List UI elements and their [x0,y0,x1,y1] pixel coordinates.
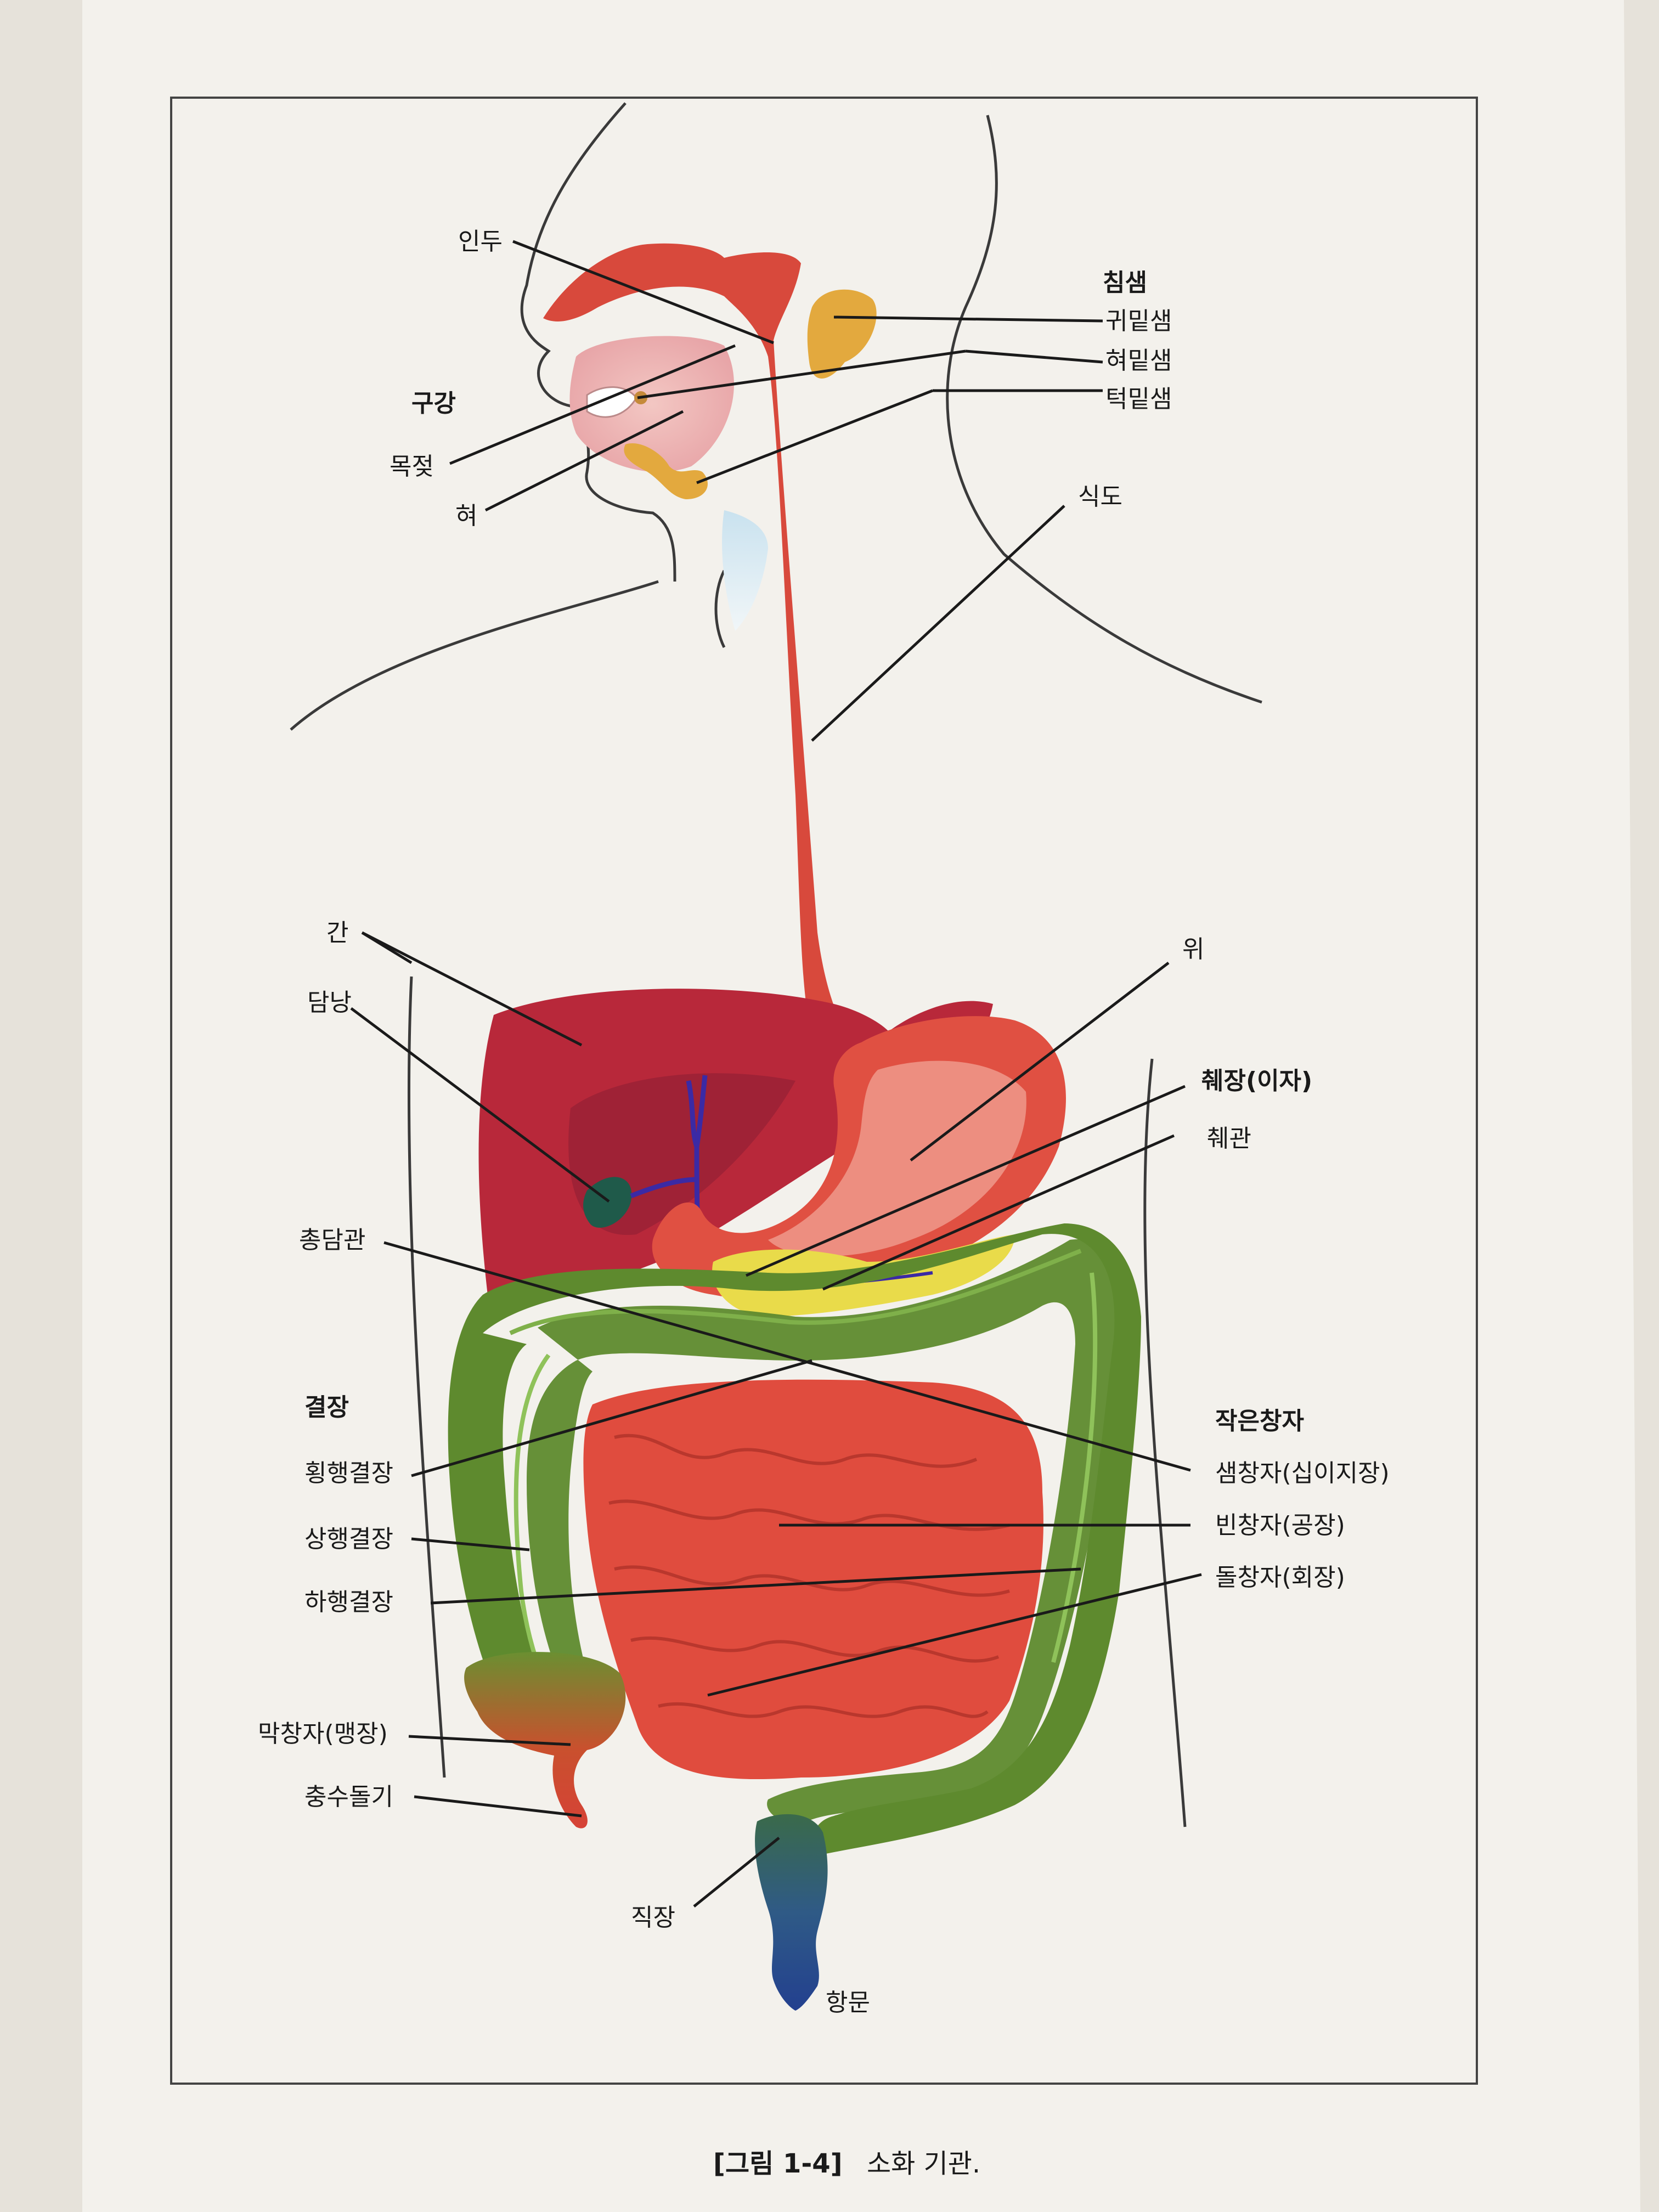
label-colon: 결장 [304,1393,349,1421]
intestine-folds [608,1434,1010,1718]
leader-ascending-colon [411,1537,530,1551]
leader-stomach [910,962,1170,1161]
leader-uvula [449,344,736,465]
label-gallbladder: 담낭 [307,989,352,1017]
label-rectum: 직장 [631,1904,675,1932]
figure-caption: [그림 1-4] 소화 기관. [713,2148,980,2179]
label-uvula: 목젖 [390,453,434,481]
label-duodenum: 샘창자(십이지장) [1215,1459,1390,1487]
leader-sublingual-2 [637,349,966,399]
stomach-inner [768,1060,1026,1256]
colon-band-1 [509,1249,1082,1335]
label-stomach: 위 [1182,935,1204,963]
label-cecum: 막창자(맹장) [258,1720,388,1748]
label-transverse-colon: 횡행결장 [304,1459,393,1487]
caption-number: [그림 1-4] [713,2148,843,2179]
leader-pancreatic-duct [822,1134,1175,1291]
leader-tongue [484,410,684,512]
label-ileum: 돌창자(회장) [1215,1564,1345,1592]
colon-inner-fill [527,1239,1122,1822]
body-outline [290,102,1262,1827]
colon-shape [448,1223,1142,1854]
label-ascending-colon: 상행결장 [304,1525,393,1553]
parotid-gland [807,289,877,379]
label-pancreas: 췌장(이자) [1201,1067,1312,1095]
leader-sublingual [965,349,1103,364]
label-tongue: 혀 [455,502,477,530]
label-common-bile-duct: 총담관 [299,1226,365,1254]
label-pancreatic-duct: 췌관 [1207,1125,1251,1153]
leader-liver [361,931,583,1047]
leader-liver-2 [361,931,413,964]
label-salivary-glands: 침샘 [1103,269,1147,297]
leader-submandibular-2 [696,389,933,484]
leader-descending-colon [430,1567,1081,1605]
leader-lines [350,240,1202,1908]
leader-gallbladder [350,1007,610,1203]
trachea [722,510,768,631]
label-esophagus: 식도 [1078,483,1122,511]
label-parotid: 귀밑샘 [1105,307,1172,335]
caption-text: 소화 기관. [867,2148,980,2179]
figure-frame [170,97,1478,2085]
small-intestine-shape [583,1379,1043,1780]
leader-rectum [693,1837,780,1908]
label-appendix: 충수돌기 [304,1783,393,1811]
leader-common-bile-duct [383,1241,1191,1472]
leader-cecum [408,1735,571,1746]
label-pharynx: 인두 [458,228,503,256]
leader-esophagus [811,505,1065,742]
label-descending-colon: 하행결장 [304,1588,393,1616]
rectum-shape [755,1814,828,2011]
label-liver: 간 [326,919,348,947]
label-small-intestine: 작은창자 [1215,1407,1304,1435]
label-jejunum: 빈창자(공장) [1215,1511,1345,1539]
label-anus: 항문 [826,1989,870,2017]
leader-ileum [707,1573,1202,1697]
leader-appendix [414,1795,582,1818]
leader-transverse-colon [411,1359,812,1477]
submandibular-gland [624,443,708,499]
label-oral-cavity: 구강 [411,390,456,417]
cecum-shape [464,1652,626,1829]
leader-pancreas [746,1085,1186,1277]
leader-parotid [833,315,1103,323]
label-sublingual: 혀밑샘 [1105,347,1172,375]
oral-cavity-shape [569,336,734,472]
leader-pharynx [512,240,774,345]
label-submandibular: 턱밑샘 [1105,385,1172,413]
